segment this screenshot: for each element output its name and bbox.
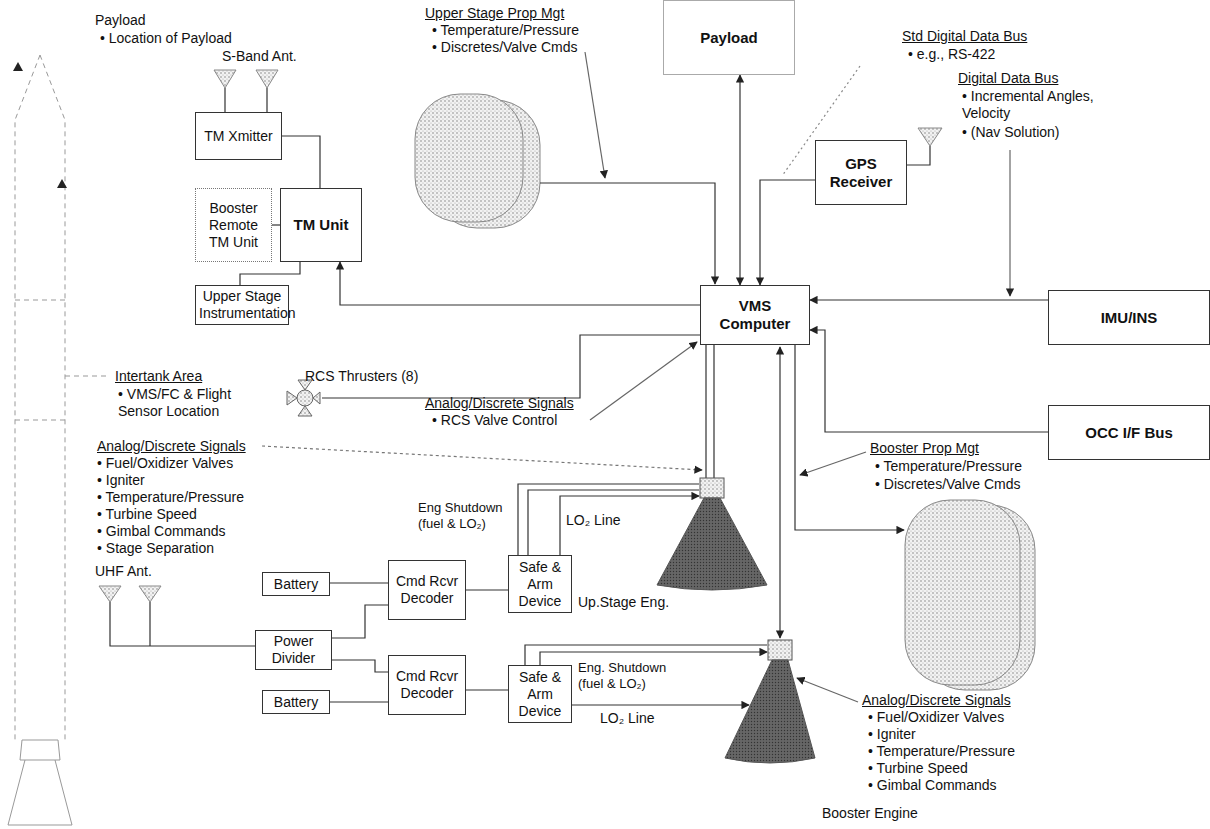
connector (760, 180, 815, 285)
annotation: • Discretes/Valve Cmds (875, 476, 1020, 493)
annotation: • Igniter (868, 726, 916, 743)
annotation: Payload (95, 12, 146, 29)
connector (466, 589, 508, 590)
safe-arm-box: Safe & Arm Device (508, 665, 572, 723)
connector (810, 330, 1048, 432)
annotation: • Gimbal Commands (97, 523, 226, 540)
safe-arm-box: Safe & Arm Device (508, 555, 572, 613)
annotation: • Fuel/Oxidizer Valves (868, 709, 1004, 726)
annotation: UHF Ant. (95, 563, 152, 580)
uhf-antenna (99, 586, 161, 602)
annotation: LO₂ Line (600, 710, 654, 727)
connector (330, 701, 388, 702)
connector (340, 262, 700, 305)
remote-tm-box: Booster Remote TM Unit (195, 188, 272, 262)
annotation: • RCS Valve Control (432, 412, 557, 429)
annotation: • Turbine Speed (868, 760, 968, 777)
annotation: • Temperature/Pressure (868, 743, 1015, 760)
upper-stage-tank (415, 94, 540, 228)
payload-marker (57, 179, 67, 188)
rocket-outline (8, 55, 110, 825)
s-band-antenna (214, 70, 278, 88)
payload-box: Payload (663, 0, 795, 75)
gps-box: GPS Receiver (815, 140, 907, 205)
section-heading: Intertank Area (115, 368, 202, 385)
booster-tank (905, 500, 1035, 690)
annotation: Up.Stage Eng. (578, 594, 669, 611)
annotation: • VMS/FC & Flight Sensor Location (118, 386, 268, 420)
box-text: Safe & Arm Device (512, 559, 568, 610)
box-text: Safe & Arm Device (512, 669, 568, 720)
annotation: LO₂ Line (566, 512, 620, 529)
annotation: Eng Shutdown (fuel & LO₂) (418, 500, 513, 532)
box-text: TM Unit (294, 216, 349, 234)
box-text: Payload (700, 29, 758, 47)
gps-antenna (918, 128, 942, 146)
box-text: Power Divider (259, 633, 328, 667)
section-heading: Booster Prop Mgt (870, 440, 979, 457)
annotation: • Temperature/Pressure (97, 489, 244, 506)
annotation: • Temperature/Pressure (875, 458, 1022, 475)
annotation: • Discretes/Valve Cmds (432, 39, 577, 56)
battery-box: Battery (262, 690, 330, 714)
annotation: • Igniter (97, 472, 145, 489)
section-heading: Analog/Discrete Signals (425, 395, 574, 412)
payload-marker (13, 62, 23, 71)
annotation: • e.g., RS-422 (908, 46, 995, 63)
box-text: Cmd Rcvr Decoder (392, 573, 462, 607)
receiver-box: Cmd Rcvr Decoder (388, 560, 466, 620)
bus-box: OCC I/F Bus (1048, 405, 1210, 460)
annotation: • Incremental Angles, Velocity (962, 88, 1097, 122)
connector (739, 75, 740, 285)
receiver-box: Cmd Rcvr Decoder (388, 655, 466, 715)
annotation: • Gimbal Commands (868, 777, 997, 794)
box-text: Upper Stage Instrumentation (199, 288, 285, 322)
telemetry-unit: TM Unit (280, 188, 362, 262)
connector (810, 299, 1048, 300)
box-text: Booster Remote TM Unit (199, 200, 268, 251)
computer-box: VMS Computer (700, 285, 810, 345)
connector (240, 262, 300, 285)
annotation: • Temperature/Pressure (432, 22, 579, 39)
section-heading: Std Digital Data Bus (902, 28, 1027, 45)
annotation: • Stage Separation (97, 540, 214, 557)
connector (330, 582, 388, 583)
wire (110, 52, 1010, 705)
imu-box: IMU/INS (1048, 290, 1210, 345)
connector (272, 224, 280, 225)
instrumentation-box: Upper Stage Instrumentation (195, 285, 289, 325)
connector (282, 136, 320, 188)
antenna-wire (225, 88, 267, 112)
annotation: RCS Thrusters (8) (305, 368, 418, 385)
divider-box: Power Divider (255, 630, 332, 670)
box-text: TM Xmitter (204, 128, 272, 145)
annotation: S-Band Ant. (222, 48, 297, 65)
box-text: OCC I/F Bus (1085, 424, 1173, 442)
connector (466, 689, 508, 690)
booster-engine (725, 640, 815, 763)
section-heading: Upper Stage Prop Mgt (425, 5, 564, 22)
connector (332, 605, 388, 638)
section-heading: Analog/Discrete Signals (862, 692, 1011, 709)
annotation: • Fuel/Oxidizer Valves (97, 455, 233, 472)
battery-box: Battery (262, 572, 330, 596)
annotation: • Turbine Speed (97, 506, 197, 523)
box-text: Cmd Rcvr Decoder (392, 668, 462, 702)
box-text: IMU/INS (1101, 309, 1158, 327)
upper-stage-engine (657, 478, 767, 590)
section-heading: Analog/Discrete Signals (97, 438, 246, 455)
annotation: • (Nav Solution) (962, 124, 1060, 141)
rcs-thruster (287, 380, 320, 416)
box-text: GPS Receiver (819, 155, 903, 191)
box-text: VMS Computer (704, 297, 806, 333)
box-text: Battery (274, 694, 318, 711)
annotation: Booster Engine (822, 805, 918, 822)
transmitter-box: TM Xmitter (195, 112, 282, 160)
section-heading: Digital Data Bus (958, 70, 1058, 87)
annotation: Eng. Shutdown (fuel & LO₂) (578, 660, 678, 692)
annotation: • Location of Payload (100, 30, 232, 47)
box-text: Battery (274, 576, 318, 593)
connector (332, 660, 388, 672)
